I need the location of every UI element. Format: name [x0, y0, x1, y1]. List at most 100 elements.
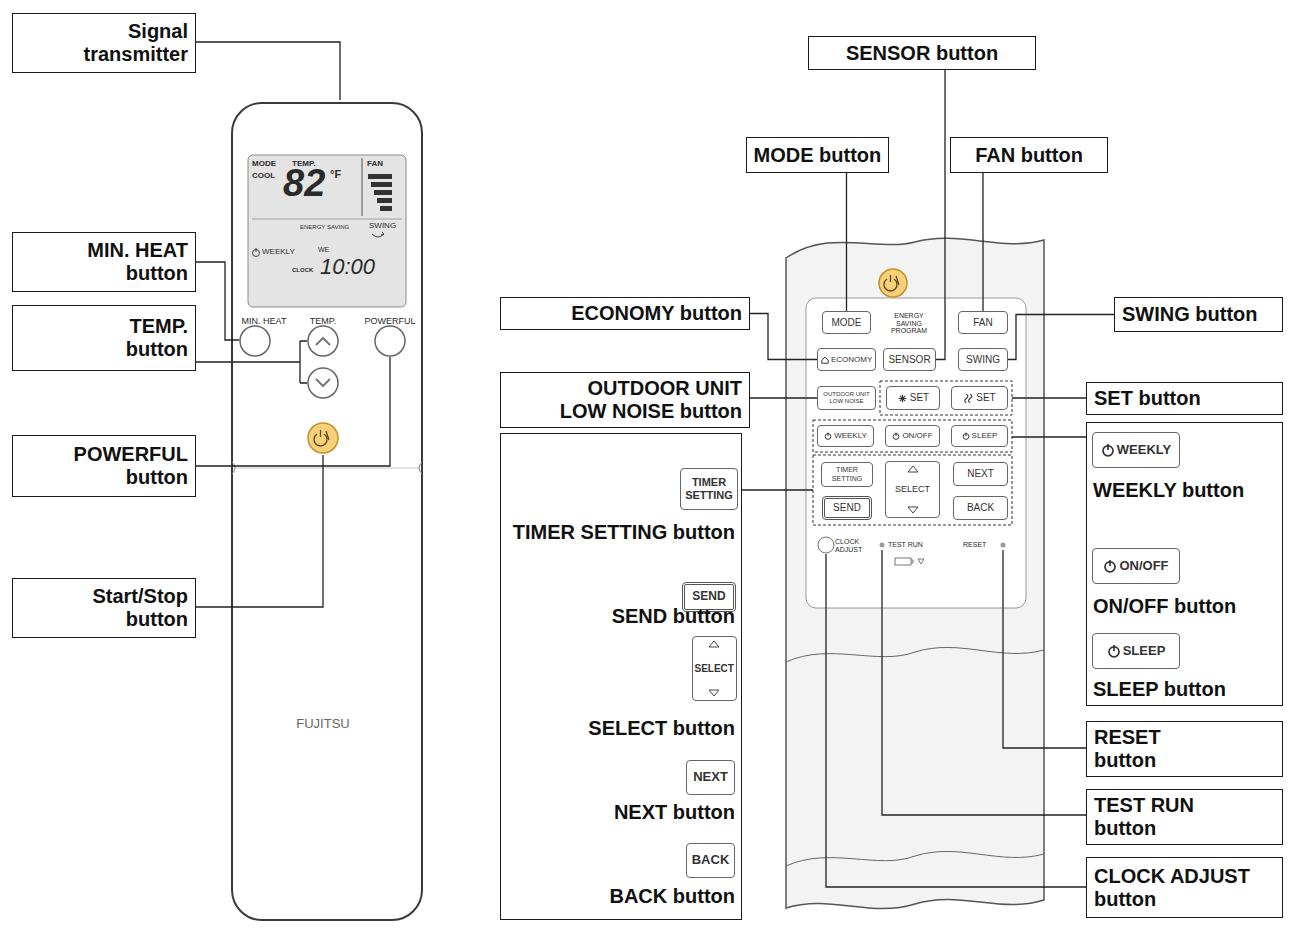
leader-line	[750, 397, 817, 398]
remote-button: SLEEP	[951, 425, 1008, 447]
down-triangle	[907, 506, 919, 514]
button-symbol	[963, 393, 974, 404]
callout-box: MODE button	[746, 137, 890, 173]
leader-line	[750, 314, 817, 360]
remote-buttons-part	[316, 338, 330, 386]
button-symbol	[962, 432, 970, 440]
right-remote	[786, 238, 1044, 908]
left-remote	[232, 103, 422, 920]
remote-button: SWING	[958, 348, 1008, 371]
button-icon: WEEKLY	[1092, 432, 1180, 468]
leader-line	[1008, 315, 1114, 360]
remote-label: °F	[330, 168, 341, 180]
button-symbol-part	[1113, 645, 1115, 651]
button-text: SELECT	[895, 484, 930, 494]
callout-text: SWING button	[1122, 303, 1258, 326]
callout-box: RESET button	[1086, 721, 1283, 777]
button-symbol	[824, 432, 832, 440]
button-symbol-part	[898, 394, 906, 402]
reset-dot	[1001, 543, 1006, 548]
callout-box: TEST RUN button	[1086, 789, 1283, 845]
button-group-part	[813, 420, 1012, 452]
leader-lines-part	[196, 455, 323, 607]
button-text: SLEEP	[1123, 644, 1166, 659]
remote-buttons-part	[375, 326, 405, 356]
leader-lines-part	[1012, 436, 1086, 437]
callout-text: TEMP. button	[108, 315, 188, 361]
remote-label: TEMP.	[310, 317, 336, 327]
remote-label: POWERFUL	[364, 317, 415, 327]
leader-connectors	[750, 70, 1114, 398]
button-symbol-part	[1107, 444, 1109, 450]
button-group	[813, 381, 1012, 525]
callout-text: OUTDOOR UNIT LOW NOISE button	[547, 377, 742, 423]
fan-bars-part	[371, 182, 392, 187]
fan-bars-part	[368, 174, 392, 179]
timer-icon-part	[256, 248, 257, 252]
button-text: SET	[910, 392, 929, 404]
button-group-part	[813, 455, 1012, 525]
button-text: SWING	[966, 354, 1000, 366]
button-text: SENSOR	[888, 354, 930, 366]
button-icon: TIMER SETTING	[680, 468, 738, 510]
button-text: TIMER SETTING	[684, 476, 734, 501]
up-triangle	[708, 640, 720, 648]
callout-text: Signal transmitter	[58, 20, 188, 66]
leader-lines-part	[882, 550, 1086, 815]
callout-text: POWERFUL button	[58, 443, 188, 489]
battery-icon-part	[895, 558, 911, 565]
remote-label: MIN. HEAT	[242, 317, 287, 327]
button-symbol	[1103, 559, 1117, 573]
button-text: SEND	[692, 590, 725, 604]
button-text: ON/OFF	[1119, 559, 1168, 574]
callout-text: SET button	[1094, 387, 1201, 410]
callout-text: FAN button	[975, 144, 1083, 167]
button-symbol-part	[896, 433, 897, 436]
left-remote-part	[234, 468, 420, 469]
leader-lines-part	[196, 341, 307, 383]
swing-icon	[372, 232, 384, 237]
callout-text: SENSOR button	[846, 42, 998, 65]
leader-lines-part	[196, 262, 239, 340]
button-symbol-part	[963, 434, 969, 440]
battery-icon	[895, 558, 924, 565]
button-text: SET	[976, 392, 995, 404]
button-text: TIMER SETTING	[825, 466, 869, 482]
callout-box: SET button	[1086, 382, 1283, 415]
left-remote-part	[252, 219, 402, 220]
button-text: ON/OFF	[902, 431, 932, 440]
remote-button: FAN	[958, 311, 1008, 334]
callout-text: SEND button	[612, 605, 735, 628]
callout-text: NEXT button	[614, 801, 735, 824]
button-text: BACK	[692, 853, 730, 868]
up-triangle-part	[908, 466, 918, 472]
callout-box: SWING button	[1114, 297, 1283, 332]
button-text: NEXT	[693, 770, 728, 785]
button-symbol-part	[828, 433, 829, 436]
button-icon: NEXT	[686, 760, 735, 795]
remote-button: ON/OFF	[885, 425, 940, 447]
remote-label: FUJITSU	[296, 717, 349, 731]
remote-button: MODE	[822, 311, 871, 334]
callout-text: Start/Stop button	[73, 585, 188, 631]
callout-text: TIMER SETTING button	[513, 521, 735, 544]
right-remote-part	[806, 298, 1026, 608]
leader-lines-part	[1012, 397, 1086, 398]
up-triangle-part	[709, 641, 719, 647]
right-remote-part	[884, 275, 899, 291]
button-text: BACK	[967, 502, 994, 514]
remote-button: WEEKLY	[817, 425, 874, 447]
remote-buttons	[240, 326, 405, 453]
callout-box: POWERFUL button	[12, 435, 196, 497]
button-text: OUTDOOR UNIT LOW NOISE	[822, 391, 872, 405]
callout-text: TEST RUN button	[1094, 794, 1204, 840]
remote-button: SENSOR	[883, 348, 936, 371]
down-triangle-part	[709, 690, 719, 696]
button-text: SELECT	[695, 663, 734, 675]
remote-label: SWING	[369, 222, 396, 231]
button-symbol-part	[894, 434, 900, 440]
callout-box: Start/Stop button	[12, 578, 196, 638]
remote-label: WEEKLY	[262, 248, 295, 257]
button-symbol-part	[822, 357, 828, 363]
